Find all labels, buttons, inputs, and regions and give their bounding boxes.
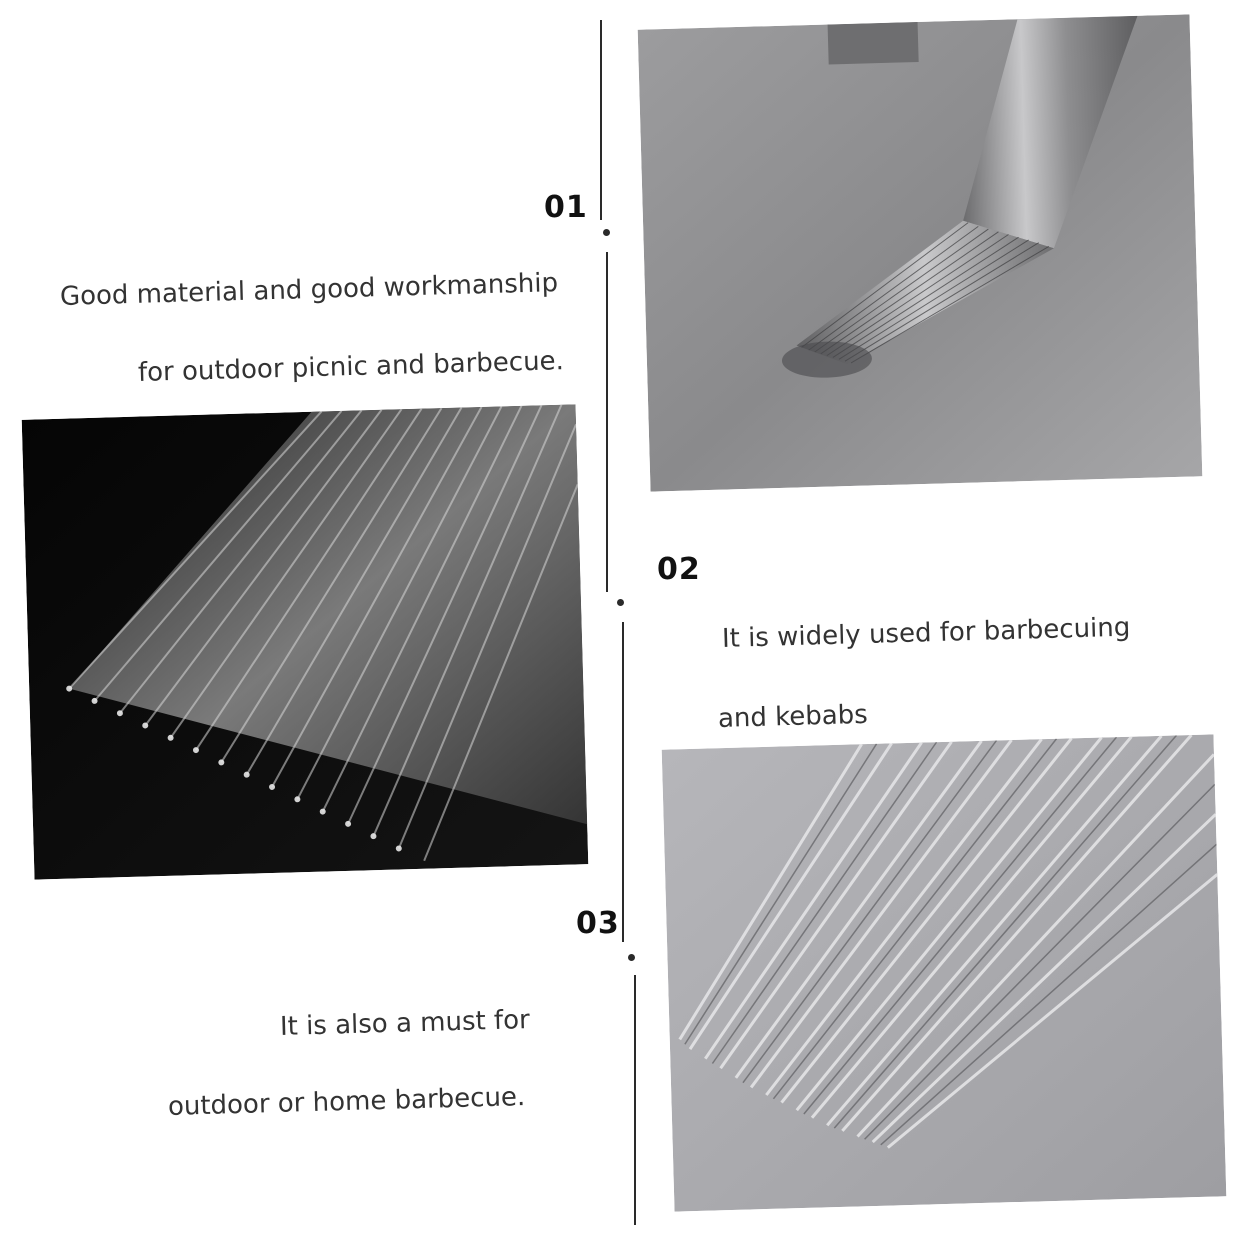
section-03-line-1: It is also a must for: [279, 1005, 531, 1042]
section-01-number: 01: [544, 190, 588, 225]
section-02-number: 02: [657, 552, 701, 587]
divider-segment-1: [600, 20, 602, 220]
skewer-tips-dark-image: [21, 404, 589, 880]
divider-segment-4: [634, 975, 636, 1225]
section-01-line-2: for outdoor picnic and barbecue.: [137, 346, 565, 388]
section-02-marker: [617, 599, 624, 606]
skewers-in-holder-image: [637, 14, 1203, 492]
section-02-line-2: and kebabs: [717, 699, 869, 734]
skewers-fanned-image: [661, 734, 1227, 1212]
divider-segment-3: [622, 622, 624, 942]
section-03-line-2: outdoor or home barbecue.: [167, 1082, 526, 1122]
section-01-line-1: Good material and good workmanship: [59, 268, 559, 312]
section-03-number: 03: [576, 906, 620, 941]
skewers-in-holder-photo: [637, 14, 1203, 492]
skewers-fanned-photo: [661, 734, 1227, 1212]
section-02-line-1: It is widely used for barbecuing: [721, 612, 1131, 654]
section-03-marker: [628, 954, 635, 961]
skewer-tips-dark-photo: [21, 404, 589, 880]
divider-segment-2: [606, 252, 608, 592]
section-01-marker: [603, 229, 610, 236]
